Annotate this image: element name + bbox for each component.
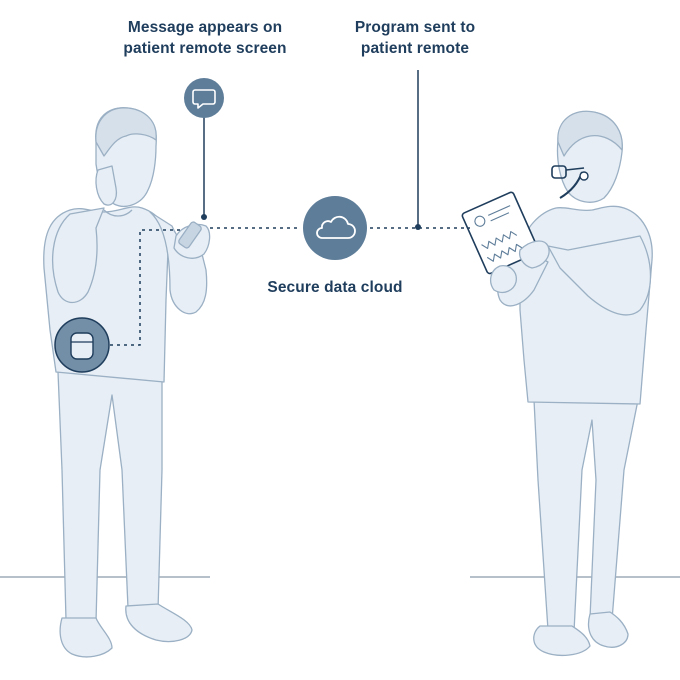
program-caption-line-1: Program sent to: [354, 19, 476, 36]
cloud-caption: Secure data cloud: [267, 279, 403, 296]
program-connector-dot: [415, 224, 421, 230]
cloud-icon: [303, 196, 367, 260]
chat-bubble-icon: [184, 78, 224, 118]
implanted-device-icon: [54, 317, 110, 373]
remote-to-device-link: [110, 229, 180, 346]
data-path-lines: [110, 70, 470, 346]
clinician-figure: [461, 110, 653, 657]
program-caption: Program sent to patient remote: [330, 17, 500, 59]
patient-figure: [43, 107, 211, 658]
program-caption-line-2: patient remote: [360, 40, 470, 57]
message-caption-line-2: patient remote screen: [123, 40, 287, 57]
message-caption: Message appears on patient remote screen: [100, 17, 310, 59]
message-caption-line-1: Message appears on: [127, 19, 283, 36]
message-connector-dot: [201, 214, 207, 220]
